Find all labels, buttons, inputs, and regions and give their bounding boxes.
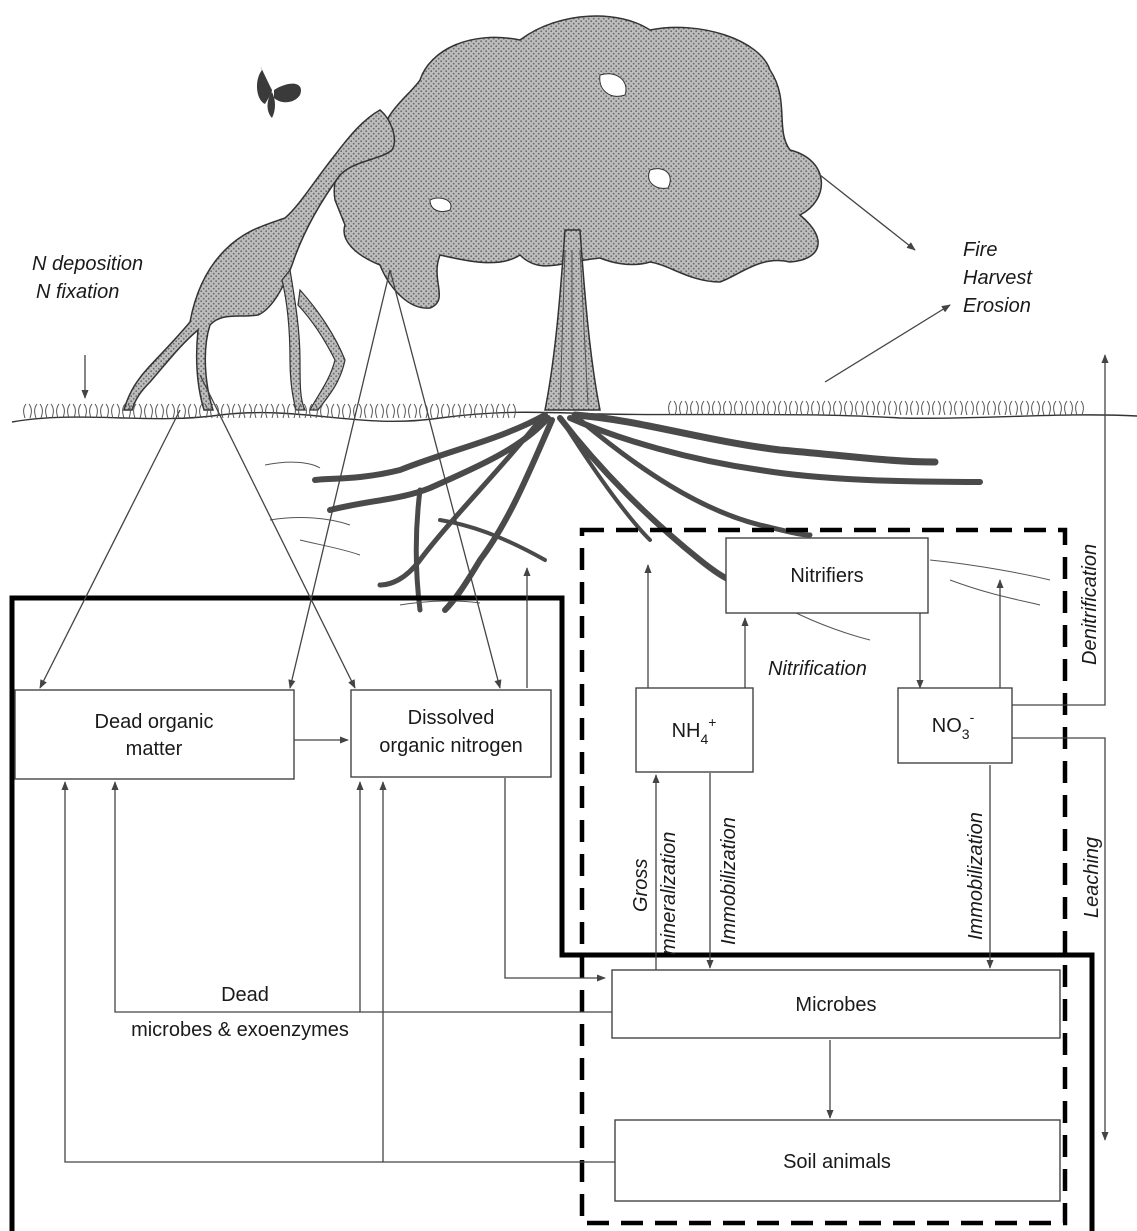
harvest-label: Harvest bbox=[963, 267, 1033, 289]
dead-organic-matter-label-line1: Dead organic bbox=[95, 711, 214, 733]
leaching-label: Leaching bbox=[1081, 837, 1103, 918]
dead-organic-matter-box bbox=[15, 690, 294, 779]
dead-organic-matter-label-line2: matter bbox=[126, 738, 183, 760]
fire-label: Fire bbox=[963, 239, 997, 261]
inorganic-n-boundary bbox=[582, 530, 1065, 1223]
mineralization-label: mineralization bbox=[658, 832, 680, 955]
giraffe-illustration bbox=[124, 110, 394, 410]
tree-canopy-illustration bbox=[334, 16, 821, 410]
soil-animals-label: Soil animals bbox=[783, 1151, 891, 1173]
gross-label: Gross bbox=[630, 859, 652, 912]
giraffe-body bbox=[124, 110, 394, 410]
butterfly-icon bbox=[257, 66, 301, 118]
nitrification-label: Nitrification bbox=[768, 658, 867, 680]
dead-label: Dead bbox=[221, 984, 269, 1006]
denitrification-label: Denitrification bbox=[1079, 544, 1101, 665]
don-label-line1: Dissolved bbox=[408, 707, 495, 729]
nitrifiers-label: Nitrifiers bbox=[790, 565, 863, 587]
erosion-label: Erosion bbox=[963, 295, 1031, 317]
dead-microbes-label: microbes & exoenzymes bbox=[131, 1019, 349, 1041]
immobilization-nh4-label: Immobilization bbox=[718, 817, 740, 945]
grass-left bbox=[24, 404, 516, 418]
grass-right bbox=[669, 401, 1084, 415]
n-fixation-label: N fixation bbox=[36, 281, 119, 303]
pool-boxes: Dead organic matter Dissolved organic ni… bbox=[15, 538, 1060, 1201]
microbes-label: Microbes bbox=[795, 994, 876, 1016]
n-deposition-label: N deposition bbox=[32, 253, 143, 275]
immobilization-no3-label: Immobilization bbox=[965, 812, 987, 940]
don-label-line2: organic nitrogen bbox=[379, 735, 522, 757]
tree-roots bbox=[265, 415, 1050, 640]
giraffe-leg bbox=[298, 290, 345, 410]
dissolved-organic-nitrogen-box bbox=[351, 690, 551, 777]
